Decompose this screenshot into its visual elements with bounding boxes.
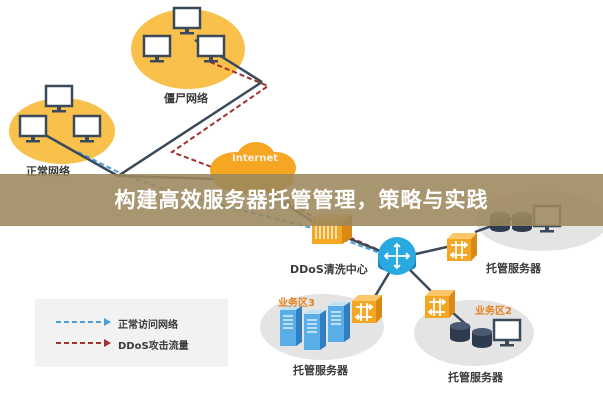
title-banner bbox=[0, 174, 603, 226]
legend-normal-label: 正常访问网络 bbox=[118, 320, 178, 331]
zombie-network-label: 僵尸网络 bbox=[164, 92, 208, 105]
zone3-label: 业务区3 bbox=[278, 298, 315, 309]
page-title: 构建高效服务器托管管理，策略与实践 bbox=[114, 188, 489, 212]
normal-network-zone bbox=[9, 98, 115, 164]
router-icon bbox=[378, 237, 416, 275]
hosting-server-label: 托管服务器 bbox=[486, 262, 541, 275]
legend-attack-arrow-icon bbox=[56, 339, 111, 347]
zone2-label: 业务区2 bbox=[475, 306, 512, 317]
legend-panel bbox=[35, 299, 228, 367]
zombie-network-zone bbox=[131, 9, 245, 89]
hosting-server-label: 托管服务器 bbox=[293, 364, 348, 377]
legend-normal-arrow-icon bbox=[56, 318, 111, 326]
hosting-server-label: 托管服务器 bbox=[448, 371, 503, 384]
legend-attack-label: DDoS攻击流量 bbox=[118, 341, 189, 352]
internet-label: Internet bbox=[232, 153, 279, 164]
ddos-center-label: DDoS清洗中心 bbox=[290, 263, 368, 276]
